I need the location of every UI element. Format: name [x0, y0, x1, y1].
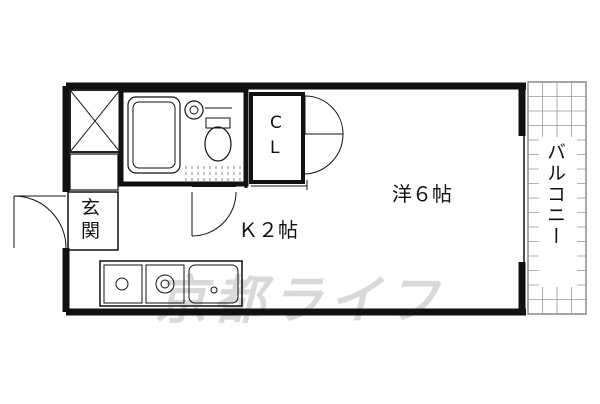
western-room-label: 洋６帖 [392, 182, 452, 206]
closet-label-line1: C [270, 113, 282, 133]
balcony-label: バルコニー [544, 142, 566, 247]
storage-box [69, 89, 121, 153]
watermark-logo: 京都ライフ [155, 271, 445, 331]
outer-walls [62, 82, 526, 316]
bath-unit [118, 87, 249, 187]
kitchen-door [191, 185, 237, 237]
entrance [13, 153, 119, 251]
balcony [527, 81, 587, 315]
interior-walls [244, 180, 308, 190]
kitchen-label: Ｋ２帖 [238, 218, 298, 242]
kitchen-counter [99, 260, 243, 307]
entrance-label-line2: 関 [81, 220, 101, 242]
closet [249, 92, 344, 187]
entrance-label-line1: 玄 [81, 197, 101, 219]
closet-label-line2: L [270, 138, 280, 158]
